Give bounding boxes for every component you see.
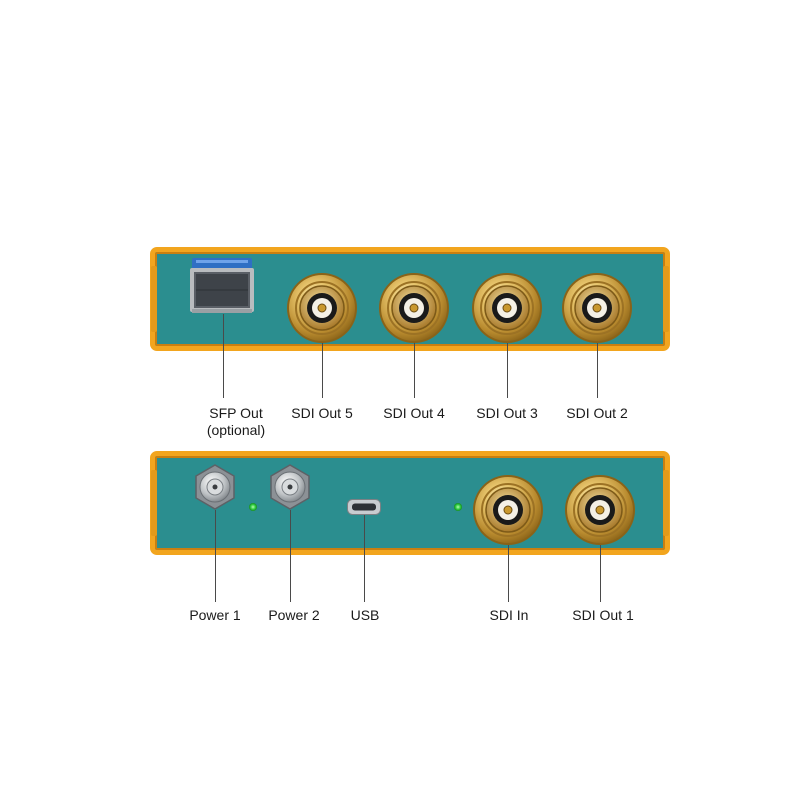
dc-power-jack-icon <box>266 463 314 511</box>
usb-leader-line <box>364 515 365 602</box>
bnc-connector-icon <box>561 272 633 344</box>
sdi-out-1-label: SDI Out 1 <box>572 607 634 623</box>
usb-label: USB <box>350 607 380 623</box>
bnc-connector-icon <box>471 272 543 344</box>
sdi-out-1-leader-line <box>600 545 601 602</box>
dc-power-jack-icon <box>191 463 239 511</box>
sdi-out-4-label: SDI Out 4 <box>383 405 445 421</box>
power-1-leader-line <box>215 510 216 602</box>
sdi-in-leader-line <box>508 545 509 602</box>
power-1-label: Power 1 <box>189 607 241 623</box>
signal-led-icon <box>453 502 463 512</box>
power-2-label: Power 2 <box>268 607 320 623</box>
bnc-connector-icon <box>286 272 358 344</box>
sdi-out-3-label: SDI Out 3 <box>476 405 538 421</box>
sdi-out-2-leader-line <box>597 342 598 398</box>
power-led-icon <box>248 502 258 512</box>
bnc-connector-icon <box>378 272 450 344</box>
sfp-cage-icon <box>190 256 254 314</box>
sdi-out-4-leader-line <box>414 342 415 398</box>
bnc-connector-icon <box>564 474 636 546</box>
sdi-in-label: SDI In <box>489 607 529 623</box>
sdi-out-5-leader-line <box>322 342 323 398</box>
sdi-out-5-label: SDI Out 5 <box>291 405 353 421</box>
sfp-out-leader-line <box>223 314 224 398</box>
usb-port-icon <box>347 499 381 515</box>
sdi-out-2-label: SDI Out 2 <box>566 405 628 421</box>
bnc-connector-icon <box>472 474 544 546</box>
sdi-out-3-leader-line <box>507 342 508 398</box>
sfp-out-label: SFP Out (optional) <box>206 405 266 438</box>
power-2-leader-line <box>290 510 291 602</box>
